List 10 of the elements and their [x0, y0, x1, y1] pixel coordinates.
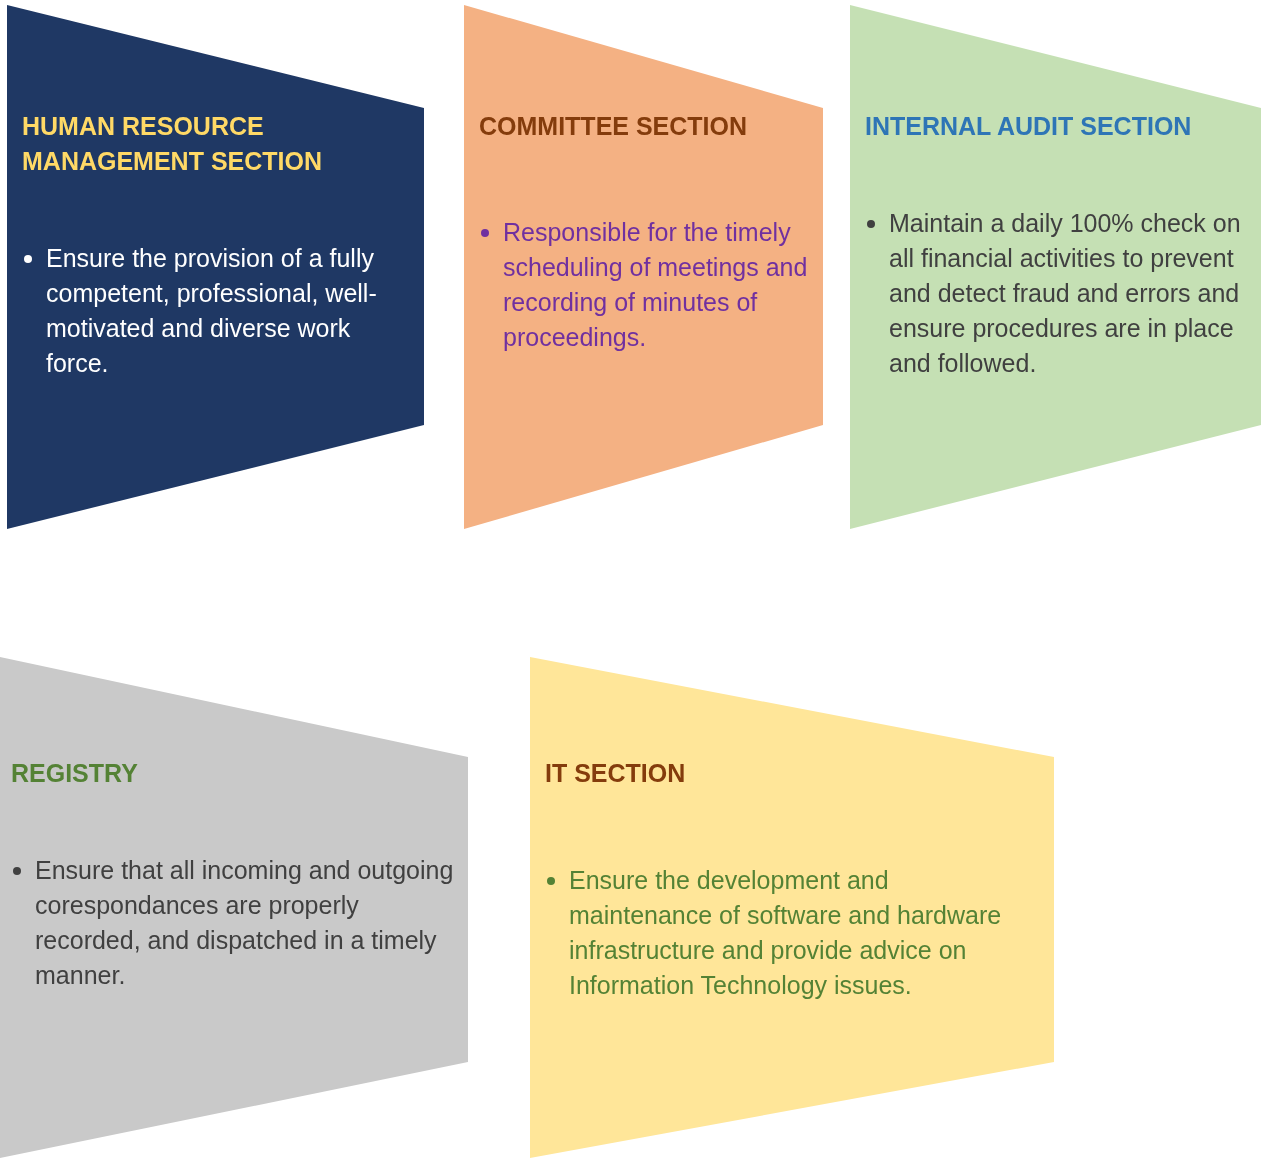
section-heading: IT SECTION — [545, 758, 687, 789]
bullet-text: Maintain a daily 100% check on all financial activities to prevent and detect fraud and errors and ensure procedures are in place and followed. — [889, 209, 1241, 377]
bullet-text: Ensure that all incoming and outgoing corespondances are properly recorded, and dispatched in a timely manner. — [35, 856, 454, 989]
section-heading: HUMAN RESOURCE MANAGEMENT SECTION — [22, 111, 323, 177]
bullet-text: Ensure the development and maintenance of software and hardware infrastructure and provide advice on Information Technology issues. — [569, 866, 1002, 999]
section-heading: COMMITTEE SECTION — [479, 111, 749, 142]
section-heading: REGISTRY — [11, 758, 139, 789]
bullet-text: Ensure the provision of a fully competent, professional, well-motivated and diverse work force. — [46, 244, 377, 377]
bullet-text: Responsible for the timely scheduling of meetings and recording of minutes of proceedings. — [503, 218, 808, 351]
section-heading: INTERNAL AUDIT SECTION — [865, 111, 1193, 142]
